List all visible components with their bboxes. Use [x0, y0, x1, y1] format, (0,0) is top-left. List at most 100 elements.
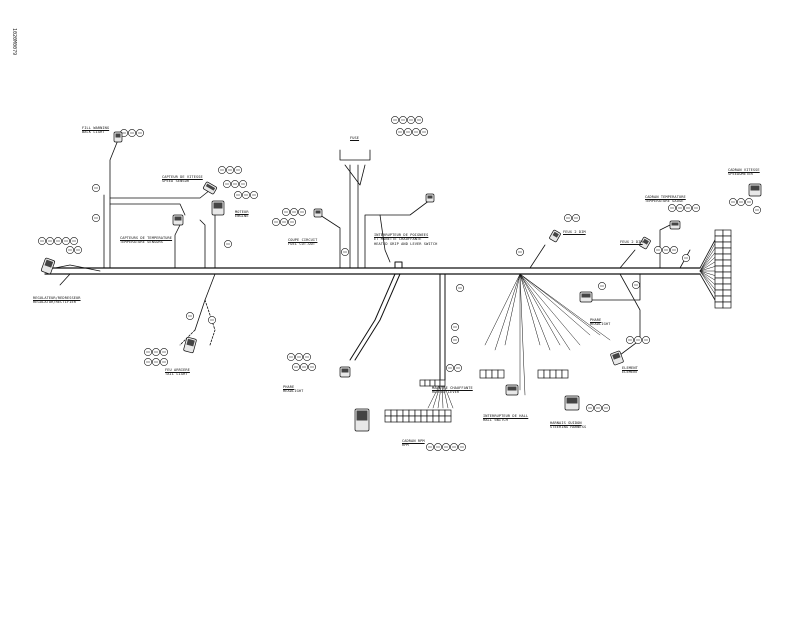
branch-fill-warning: [109, 139, 119, 269]
terminal-block-dash: [722, 283, 732, 291]
connector-engine: [211, 200, 225, 216]
terminal-block-rpm: [426, 415, 434, 423]
terminal-block-steering: [549, 369, 557, 379]
terminal-block-dash: [714, 295, 724, 303]
terminal-block-rpm: [402, 415, 410, 423]
connector-steering-harness: [564, 395, 580, 411]
terminal-block-rpm: [432, 415, 440, 423]
terminal-block-rpm: [420, 409, 428, 417]
terminal-block-dash: [714, 259, 724, 267]
connector-speed-sensor: [203, 181, 217, 195]
connector-heated-grip: [425, 193, 435, 203]
branch-speed-sensor: [109, 189, 211, 199]
connector-lights-dim: [549, 229, 561, 243]
terminal-block-rpm: [390, 415, 398, 423]
terminal-block-dash: [722, 265, 732, 273]
terminal-block-dash: [722, 259, 732, 267]
terminal-block-rpm: [414, 415, 422, 423]
terminal-block-dash: [722, 235, 732, 243]
terminal-block-hall: [485, 369, 493, 379]
document-id: 1020M0079: [11, 28, 17, 56]
terminal-block-rpm: [420, 415, 428, 423]
terminal-block-rpm: [408, 409, 416, 417]
steering-wire: [494, 273, 521, 351]
connector-headlight-right: [579, 291, 593, 303]
connector-element: [610, 350, 624, 366]
fuse-holder: [339, 149, 371, 161]
branch-tail-light: [204, 299, 216, 346]
connector-headlight-assembly: [354, 408, 370, 432]
steering-wire: [519, 273, 601, 336]
label-lights-2-dim-2: FEUX 2 DIM: [620, 240, 643, 244]
terminal-block-dash: [722, 247, 732, 255]
trunk-fan: [699, 239, 716, 269]
terminal-block-rpm: [396, 415, 404, 423]
terminal-block-rpm: [426, 409, 434, 417]
terminal-block-dash: [714, 241, 724, 249]
terminal-block-dash: [714, 283, 724, 291]
terminal-block-dash: [714, 301, 724, 309]
steering-wire: [519, 273, 561, 346]
terminal-block-dash: [722, 271, 732, 279]
steering-wire: [519, 273, 591, 336]
trunk-fan: [699, 273, 716, 301]
branch-fuel-cutout: [319, 214, 341, 269]
terminal-block-dash: [722, 301, 732, 309]
terminal-block-dash: [714, 235, 724, 243]
branch-headlight-right: [589, 273, 641, 301]
steering-wire: [519, 273, 541, 346]
branch-regulator: [59, 273, 71, 286]
terminal-block-rpm: [390, 409, 398, 417]
terminal-block-hall: [497, 369, 505, 379]
terminal-block-dash: [714, 265, 724, 273]
terminal-block-hall: [491, 369, 499, 379]
branch-heated-grip: [379, 214, 391, 263]
branch-heated-grip: [364, 199, 431, 269]
connector-regulator: [40, 257, 56, 275]
steering-wire: [504, 273, 521, 346]
terminal-block-rpm: [444, 409, 452, 417]
steering-wire: [519, 273, 581, 346]
terminal-block-heated-lever: [439, 379, 446, 387]
connector-hall-switch: [505, 384, 519, 396]
terminal-block-steering: [537, 369, 545, 379]
terminal-block-rpm: [444, 415, 452, 423]
branch-engine: [199, 219, 206, 269]
terminal-block-dash: [714, 247, 724, 255]
terminal-block-heated-lever: [419, 379, 426, 387]
terminal-block-hall: [479, 369, 487, 379]
branch-temp-gauge: [659, 224, 671, 269]
connector-temp-sensor: [172, 214, 184, 226]
terminal-block-rpm: [438, 409, 446, 417]
terminal-block-dash: [714, 289, 724, 297]
branch-headlight-left: [349, 273, 396, 361]
connector-lights-dim-2: [639, 236, 651, 250]
steering-wire: [519, 273, 551, 351]
branch-fuse: [344, 164, 366, 186]
branch-lights-dim-2: [619, 249, 636, 269]
connector-fill-warning: [113, 131, 123, 143]
terminal-block-steering: [561, 369, 569, 379]
terminal-block-rpm: [396, 409, 404, 417]
connector-headlight-left: [339, 366, 351, 378]
terminal-block-dash: [722, 241, 732, 249]
steering-wire: [484, 273, 521, 346]
terminal-block-rpm: [384, 409, 392, 417]
terminal-block-rpm: [432, 409, 440, 417]
